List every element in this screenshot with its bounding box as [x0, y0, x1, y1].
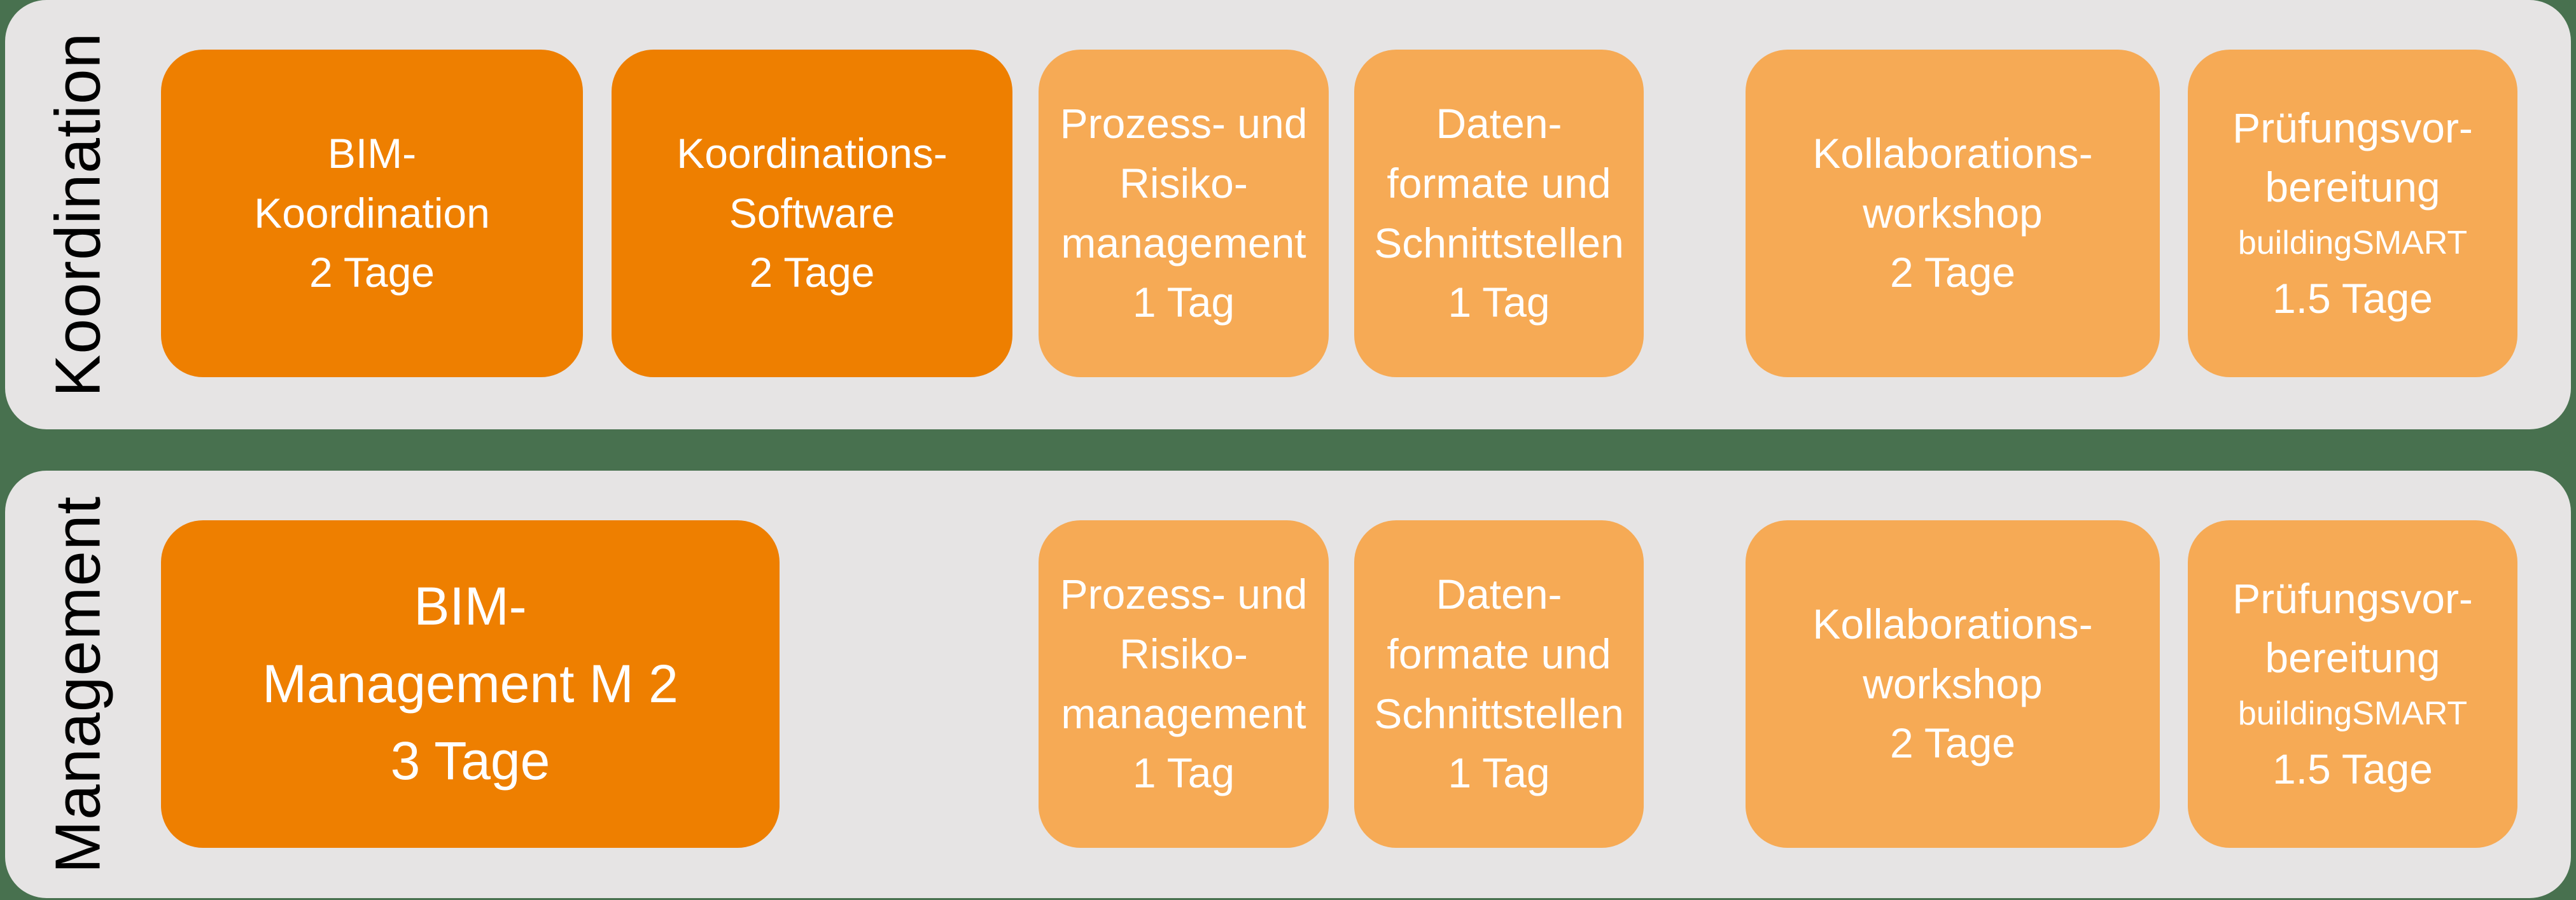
box-line: Schnittstellen — [1374, 689, 1624, 737]
box-line: management — [1061, 689, 1306, 737]
box-duration: 1 Tag — [1132, 279, 1235, 326]
box-duration: 2 Tage — [1890, 719, 2015, 767]
box-duration: 3 Tage — [390, 731, 550, 791]
box-line: bereitung — [2265, 634, 2440, 682]
box-line: BIM- — [327, 129, 417, 177]
box-duration: 1 Tag — [1448, 279, 1550, 326]
box-line: Kollaborations- — [1812, 129, 2093, 177]
box-duration: 1.5 Tage — [2272, 745, 2433, 793]
course-box-bim-management-m2: BIM- Management M 2 3 Tage — [161, 520, 780, 848]
course-box-kollaborationsworkshop: Kollaborations- workshop 2 Tage — [1746, 50, 2160, 377]
box-line-buildingsmart: buildingSMART — [2237, 225, 2468, 262]
row-label-management: Management — [42, 495, 114, 873]
box-duration: 1.5 Tage — [2272, 274, 2433, 322]
management-label-column: Management — [24, 471, 132, 898]
box-line: Software — [729, 189, 895, 237]
box-line: Koordination — [254, 189, 490, 237]
course-box-pruefungsvorbereitung: Prüfungsvor- bereitung buildingSMART 1.5… — [2188, 520, 2517, 848]
box-line: Prozess- und — [1060, 100, 1308, 148]
box-line-buildingsmart: buildingSMART — [2237, 695, 2468, 733]
course-box-koordinations-software: Koordinations- Software 2 Tage — [612, 50, 1012, 377]
box-line: management — [1061, 219, 1306, 267]
course-box-datenformate-schnittstellen: Daten- formate und Schnittstellen 1 Tag — [1354, 50, 1644, 377]
box-line: Koordinations- — [676, 129, 948, 177]
box-line: Prüfungsvor- — [2232, 574, 2473, 622]
box-duration: 2 Tage — [749, 249, 875, 296]
box-duration: 1 Tag — [1448, 749, 1550, 797]
box-line: Risiko- — [1119, 159, 1248, 207]
box-line: workshop — [1863, 660, 2043, 707]
box-line: workshop — [1863, 189, 2043, 237]
box-duration: 1 Tag — [1132, 749, 1235, 797]
management-band: Management BIM- Management M 2 3 Tage Pr… — [5, 471, 2571, 898]
box-line: Daten- — [1436, 100, 1562, 148]
box-line: Prozess- und — [1060, 571, 1308, 618]
box-duration: 2 Tage — [309, 249, 435, 296]
box-line: BIM- — [414, 576, 527, 636]
box-line: Kollaborations- — [1812, 600, 2093, 647]
box-line: Schnittstellen — [1374, 219, 1624, 267]
course-box-prozess-risikomanagement: Prozess- und Risiko- management 1 Tag — [1039, 520, 1329, 848]
box-line: Management M 2 — [262, 653, 678, 714]
box-line: bereitung — [2265, 163, 2440, 211]
row-label-koordination: Koordination — [42, 32, 114, 398]
box-line: Prüfungsvor- — [2232, 104, 2473, 151]
course-box-bim-koordination: BIM- Koordination 2 Tage — [161, 50, 583, 377]
box-line: Daten- — [1436, 571, 1562, 618]
box-line: Risiko- — [1119, 630, 1248, 677]
box-line: formate und — [1387, 630, 1611, 677]
koordination-label-column: Koordination — [24, 0, 132, 429]
course-box-kollaborationsworkshop: Kollaborations- workshop 2 Tage — [1746, 520, 2160, 848]
koordination-band: Koordination BIM- Koordination 2 Tage Ko… — [5, 0, 2571, 429]
box-duration: 2 Tage — [1890, 249, 2015, 296]
course-box-datenformate-schnittstellen: Daten- formate und Schnittstellen 1 Tag — [1354, 520, 1644, 848]
box-line: formate und — [1387, 159, 1611, 207]
course-box-prozess-risikomanagement: Prozess- und Risiko- management 1 Tag — [1039, 50, 1329, 377]
course-box-pruefungsvorbereitung: Prüfungsvor- bereitung buildingSMART 1.5… — [2188, 50, 2517, 377]
